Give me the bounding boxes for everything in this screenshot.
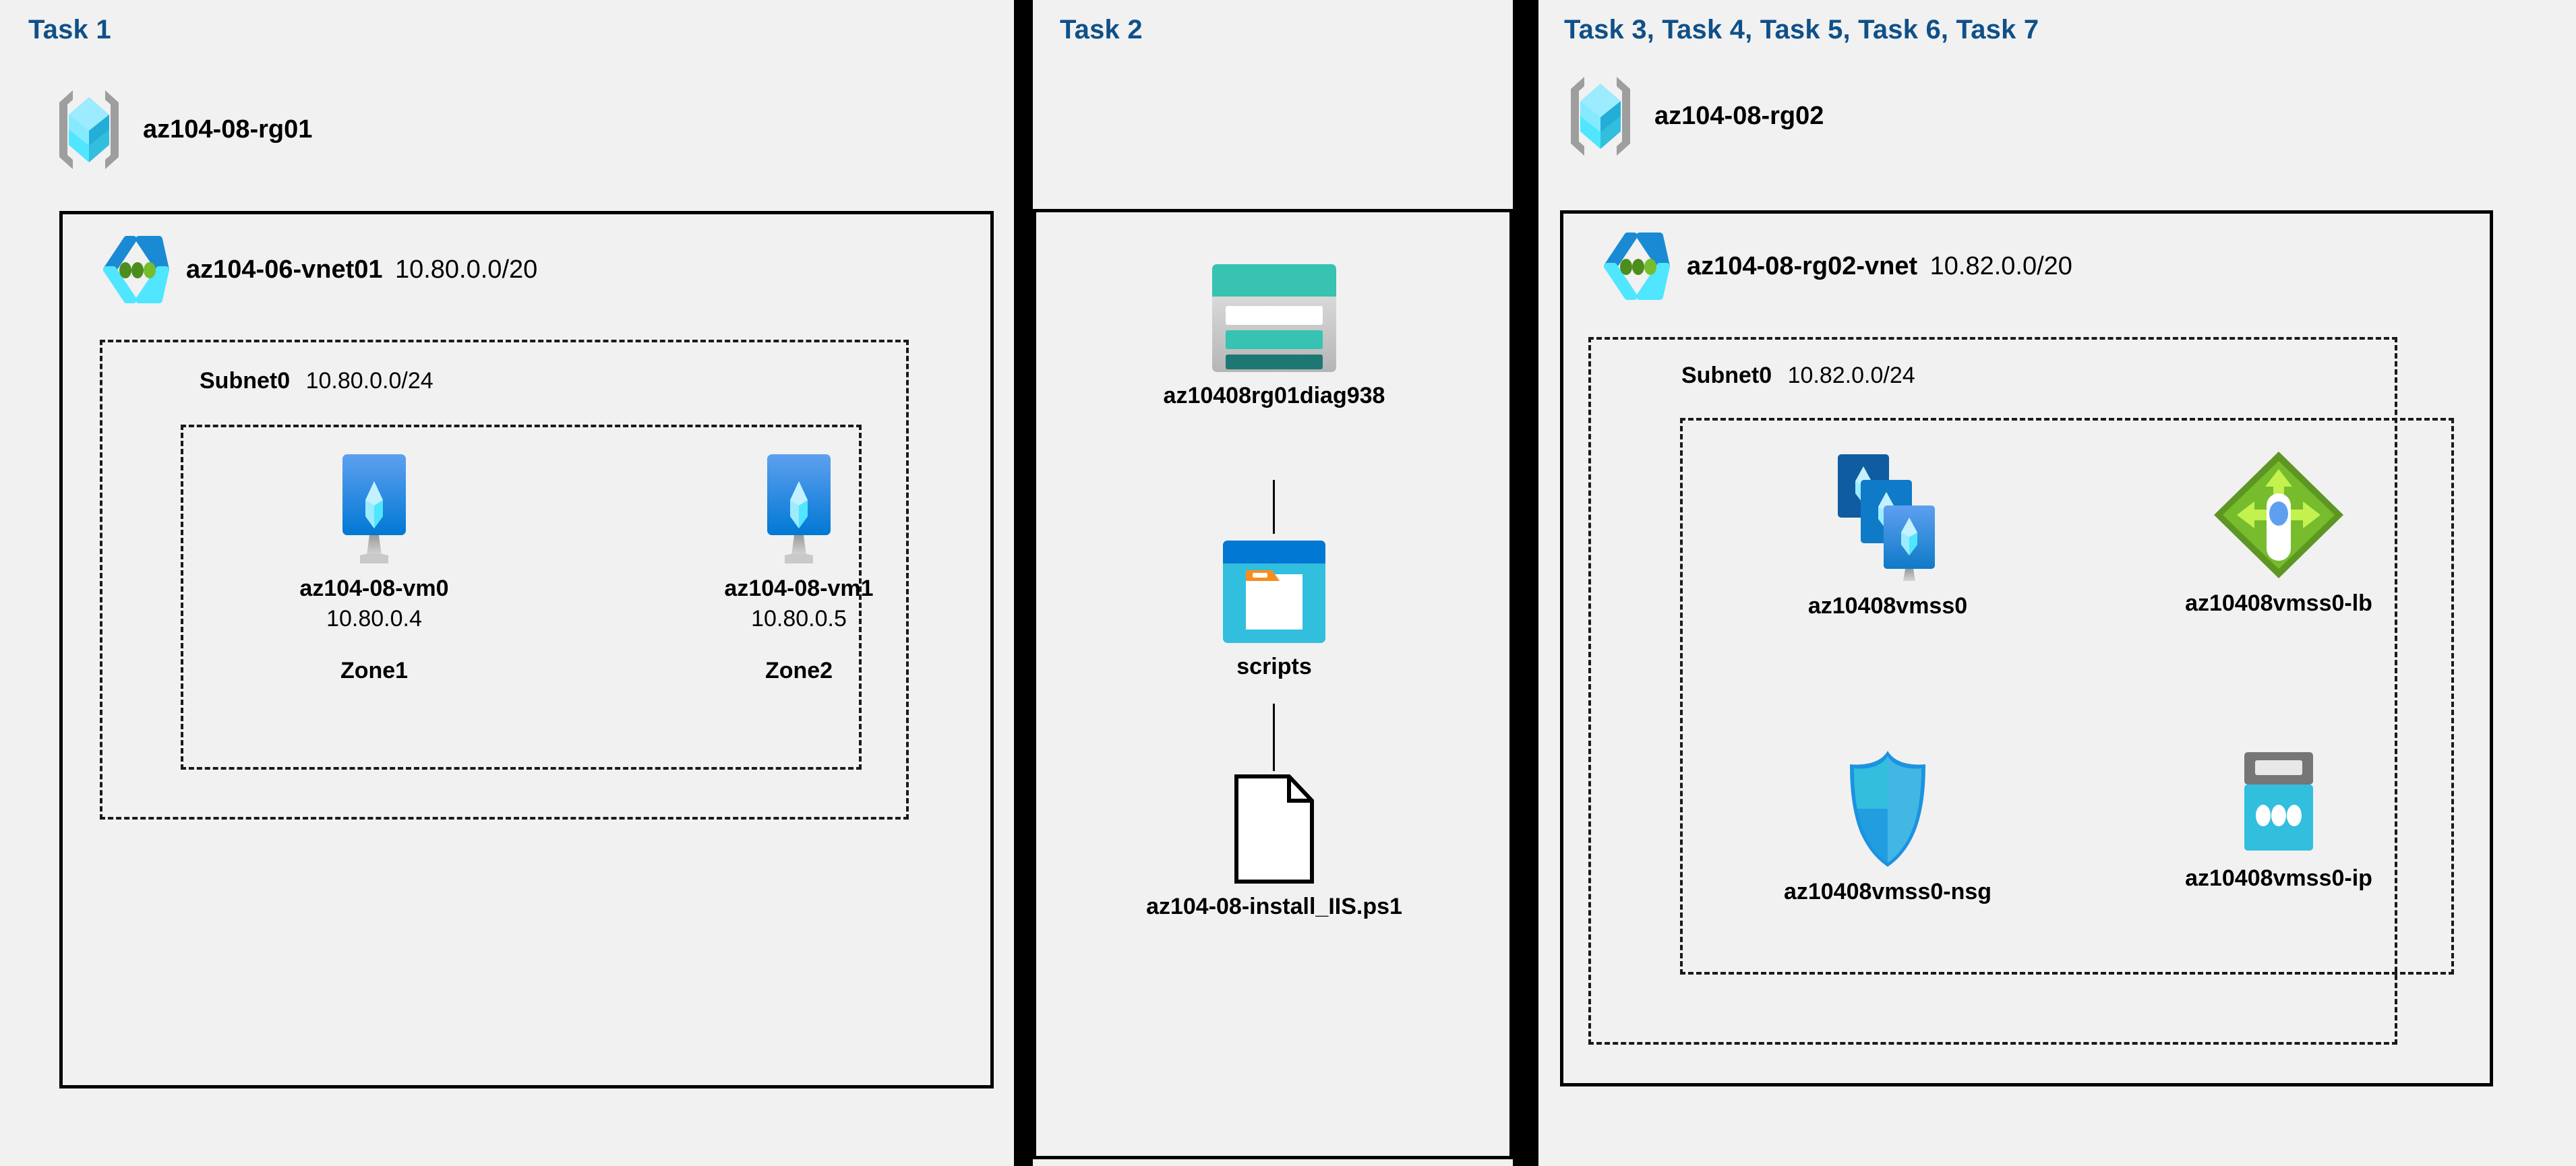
subnet-boundary-2 <box>1588 337 2397 1045</box>
vm-az104-08-vm1[interactable]: az104-08-vm1 10.80.0.5 Zone2 <box>715 453 883 684</box>
subnet-cidr: 10.82.0.0/24 <box>1787 363 1915 388</box>
vm-zone: Zone2 <box>765 658 833 683</box>
resource-group-boundary-2 <box>1680 418 2454 975</box>
vm-ip: 10.80.0.5 <box>751 606 847 632</box>
file-share-label: scripts <box>1236 654 1312 679</box>
connector-scripts-to-file <box>1273 704 1275 771</box>
vm-scale-set-icon <box>1820 449 1955 584</box>
file-share-scripts[interactable]: scripts <box>1173 539 1375 680</box>
script-file-az104-08-install-iis[interactable]: az104-08-install_IIS.ps1 <box>1146 774 1402 920</box>
vnet-name: az104-06-vnet01 <box>186 255 383 284</box>
resource-group-label: az104-08-rg02 <box>1654 102 1824 130</box>
vnet-cidr: 10.82.0.0/20 <box>1929 251 2072 280</box>
resource-group-az104-08-rg01: az104-08-rg01 <box>53 88 312 172</box>
resource-group-label: az104-08-rg01 <box>143 115 313 144</box>
vm-scale-set-az10408vmss0[interactable]: az10408vmss0 <box>1766 449 2009 619</box>
vm-zone: Zone1 <box>340 658 409 683</box>
vm-name: az104-08-vm1 <box>724 576 874 601</box>
load-balancer-label: az10408vmss0-lb <box>2185 590 2372 616</box>
storage-account-az10408rg01diag938[interactable]: az10408rg01diag938 <box>1139 263 1409 409</box>
vnet-name: az104-08-rg02-vnet <box>1687 251 1918 280</box>
vm-group-boundary-1 <box>181 425 862 770</box>
load-balancer-az10408vmss0-lb[interactable]: az10408vmss0-lb <box>2151 449 2407 617</box>
vnet-az104-06-vnet01: az104-06-vnet01 10.80.0.0/20 <box>94 233 537 307</box>
vnet-boundary-2 <box>1560 210 2493 1086</box>
nsg-label: az10408vmss0-nsg <box>1783 879 1992 904</box>
subnet-boundary-1 <box>100 340 909 820</box>
resource-group-icon <box>1564 74 1637 158</box>
public-ip-label: az10408vmss0-ip <box>2185 865 2372 891</box>
vm-name: az104-08-vm0 <box>299 576 449 601</box>
network-security-group-az10408vmss0-nsg[interactable]: az10408vmss0-nsg <box>1760 748 2016 905</box>
resource-group-az104-08-rg02: az104-08-rg02 <box>1564 74 1824 158</box>
task-3-7-title: Task 3, Task 4, Task 5, Task 6, Task 7 <box>1564 15 2039 44</box>
storage-account-label: az10408rg01diag938 <box>1163 383 1385 408</box>
task-2-title: Task 2 <box>1060 15 1143 44</box>
column-divider-2 <box>1513 0 1538 1166</box>
virtual-network-icon <box>94 233 169 307</box>
vm-ip: 10.80.0.4 <box>326 606 422 632</box>
virtual-machine-icon <box>330 453 418 566</box>
subnet-cidr: 10.80.0.0/24 <box>305 368 433 394</box>
storage-account-icon <box>1211 263 1338 373</box>
network-security-group-icon <box>1845 748 1931 869</box>
virtual-network-icon <box>1595 229 1670 303</box>
script-file-label: az104-08-install_IIS.ps1 <box>1146 894 1402 919</box>
virtual-machine-icon <box>755 453 843 566</box>
subnet-name: Subnet0 <box>200 368 291 394</box>
vm-scale-set-label: az10408vmss0 <box>1807 593 1968 619</box>
subnet-label-2: Subnet0 10.82.0.0/24 <box>1681 363 1915 389</box>
column-divider-1 <box>1014 0 1033 1166</box>
public-ip-address-icon <box>2235 748 2323 856</box>
connector-storage-to-scripts <box>1273 480 1275 534</box>
task-1-title: Task 1 <box>28 15 111 44</box>
resource-group-icon <box>53 88 125 172</box>
load-balancer-icon <box>2211 449 2346 581</box>
file-share-icon <box>1222 539 1327 644</box>
vnet-boundary-1 <box>59 211 994 1088</box>
public-ip-az10408vmss0-ip[interactable]: az10408vmss0-ip <box>2151 748 2407 892</box>
subnet-label-1: Subnet0 10.80.0.0/24 <box>200 368 433 394</box>
script-file-icon <box>1232 774 1316 884</box>
vnet-az104-08-rg02-vnet: az104-08-rg02-vnet 10.82.0.0/20 <box>1595 229 2072 303</box>
vnet-cidr: 10.80.0.0/20 <box>394 255 538 284</box>
vm-az104-08-vm0[interactable]: az104-08-vm0 10.80.0.4 Zone1 <box>290 453 458 684</box>
subnet-name: Subnet0 <box>1681 363 1772 388</box>
